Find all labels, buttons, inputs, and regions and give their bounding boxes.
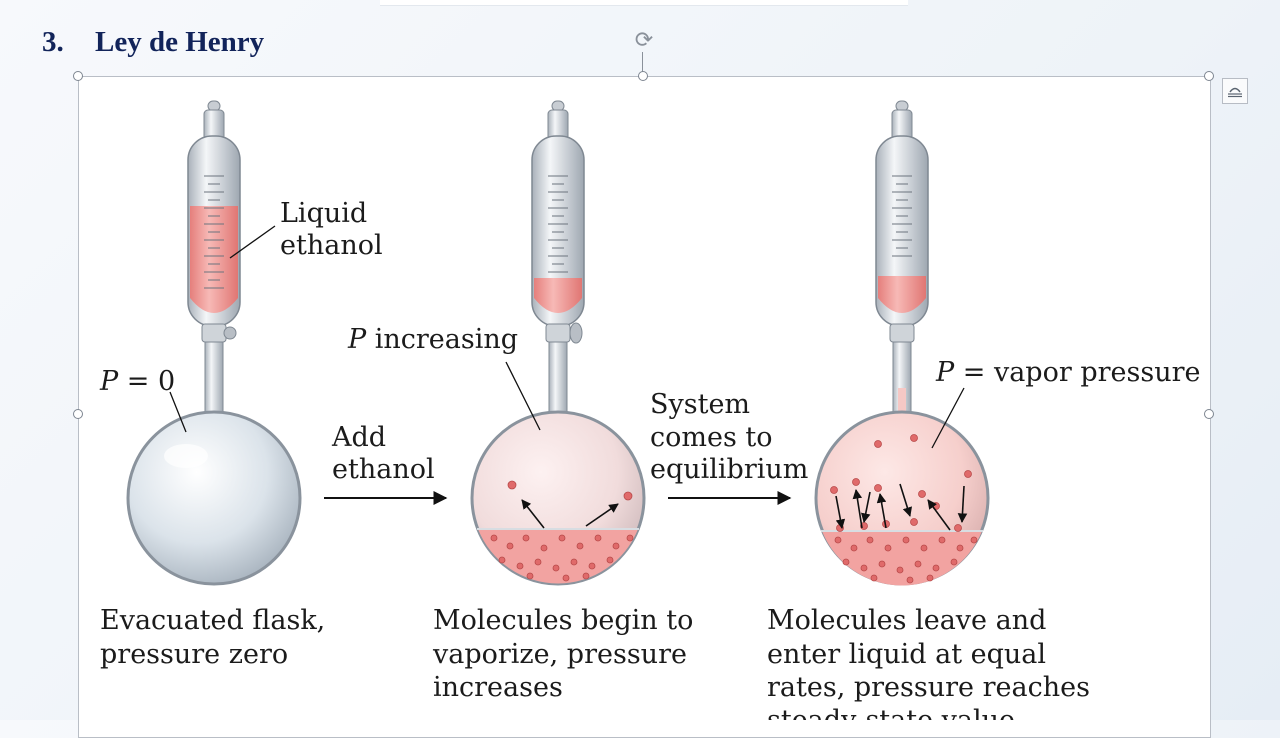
caption3-line2: enter liquid at equal [767, 639, 1046, 670]
caption2-line2: vaporize, pressure [432, 639, 687, 670]
heading-number: 3. [42, 25, 64, 58]
rotate-handle-stem [642, 52, 643, 76]
leader-p-increasing [505, 361, 541, 431]
label-liquid-2: ethanol [280, 230, 383, 261]
flask-vaporizing [470, 100, 646, 586]
step2-line2: comes to [650, 422, 773, 453]
flask-evacuated [126, 100, 302, 586]
leader-p-vapor [931, 387, 965, 449]
label-p-increasing: P increasing [347, 324, 518, 355]
layout-options-icon[interactable] [1222, 78, 1248, 104]
step2-line1: System [650, 389, 750, 420]
label-liquid-1: Liquid [280, 198, 367, 229]
vapor-pressure-figure[interactable]: Liquid ethanol P = 0 P increasing P = va… [78, 76, 1209, 720]
caption3-line4: steady-state value [767, 705, 1015, 720]
resize-handle-middle-left[interactable] [73, 409, 83, 419]
caption3-line3: rates, pressure reaches [767, 672, 1090, 703]
leader-liquid [229, 225, 276, 259]
step1-line2: ethanol [332, 454, 435, 485]
slide-heading[interactable]: 3. Ley de Henry [42, 22, 264, 62]
image-selection-frame[interactable] [78, 76, 1211, 738]
ribbon-edge [380, 0, 908, 6]
rotate-handle-icon[interactable]: ⟳ [634, 28, 654, 53]
label-p-vapor: P = vapor pressure [935, 357, 1201, 388]
flask-equilibrium [814, 100, 990, 586]
resize-handle-top-left[interactable] [73, 71, 83, 81]
caption3-line1: Molecules leave and [767, 605, 1046, 636]
label-p-zero: P = 0 [99, 366, 175, 397]
leader-p-zero [169, 391, 187, 433]
resize-handle-middle-right[interactable] [1204, 409, 1214, 419]
heading-title: Ley de Henry [95, 25, 265, 58]
caption2-line1: Molecules begin to [433, 605, 693, 636]
caption2-line3: increases [433, 672, 563, 703]
resize-handle-top-center[interactable] [638, 71, 648, 81]
caption1-line1: Evacuated flask, [100, 605, 325, 636]
step1-line1: Add [331, 422, 386, 453]
resize-handle-top-right[interactable] [1204, 71, 1214, 81]
step2-line3: equilibrium [650, 454, 808, 485]
caption1-line2: pressure zero [100, 639, 288, 670]
